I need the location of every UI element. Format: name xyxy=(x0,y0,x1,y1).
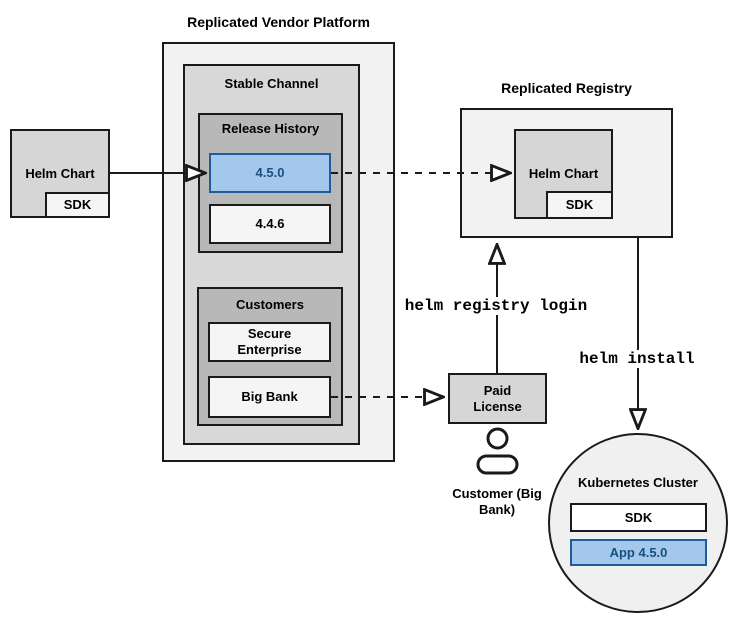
stable-channel-label: Stable Channel xyxy=(224,76,319,91)
release-history-label: Release History xyxy=(221,121,320,136)
customer-icon xyxy=(476,427,519,475)
cluster-app-box: App 4.5.0 xyxy=(570,539,707,566)
vendor-platform-title: Replicated Vendor Platform xyxy=(187,14,370,30)
command-helm-registry-login: helm registry login xyxy=(386,297,606,315)
command-helm-install: helm install xyxy=(557,350,717,368)
customer-big-bank-box: Big Bank xyxy=(208,376,331,418)
paid-license-label: Paid License xyxy=(473,382,522,414)
registry-title: Replicated Registry xyxy=(501,80,632,96)
customers-label: Customers xyxy=(236,297,304,312)
release-446-box: 4.4.6 xyxy=(209,204,331,244)
cluster-sdk-box: SDK xyxy=(570,503,707,532)
sdk-box: SDK xyxy=(45,192,110,218)
release-450-box: 4.5.0 xyxy=(209,153,331,193)
customer-secure-enterprise-box: Secure Enterprise xyxy=(208,322,331,362)
customer-caption: Customer (Big Bank) xyxy=(452,486,542,517)
customer-secure-enterprise-label: Secure Enterprise xyxy=(237,326,302,357)
kubernetes-cluster-label: Kubernetes Cluster xyxy=(578,475,698,490)
paid-license-box: Paid License xyxy=(448,373,547,424)
registry-sdk-box: SDK xyxy=(546,191,613,219)
